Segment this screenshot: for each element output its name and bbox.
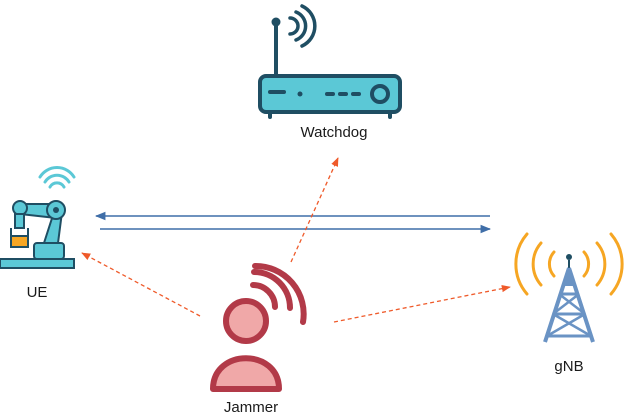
jamming-link-to-watchdog [290,157,339,263]
robot-arm-wireless-icon [0,166,76,269]
wifi-router-icon [258,4,402,119]
ue-label: UE [26,284,48,301]
gnb-label: gNB [554,358,584,375]
jammer-label: Jammer [223,399,279,416]
jamming-link-to-ue [81,252,201,317]
watchdog-label: Watchdog [300,124,368,141]
jamming-link-to-gnb [333,285,511,323]
cell-tower-icon [514,232,624,343]
jammer-person-icon [210,262,307,392]
